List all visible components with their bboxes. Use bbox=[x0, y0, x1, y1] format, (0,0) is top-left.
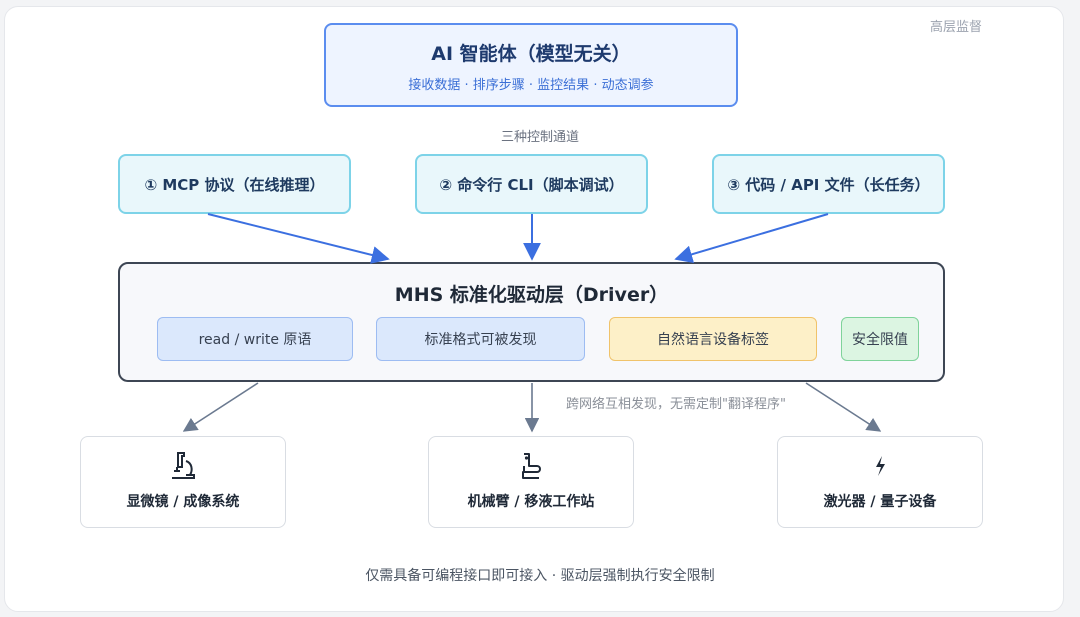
channels-label: 三种控制通道 bbox=[500, 130, 579, 145]
ai-agent-box: AI 智能体（模型无关） 接收数据 · 排序步骤 · 监控结果 · 动态调参 bbox=[324, 23, 738, 107]
corner-label: 高层监督 bbox=[930, 20, 983, 35]
channel-mcp: ① MCP 协议（在线推理） bbox=[118, 154, 351, 214]
device-microscope: 显微镜 / 成像系统 bbox=[80, 436, 286, 528]
channel-api-file: ③ 代码 / API 文件（长任务） bbox=[712, 154, 945, 214]
network-note: 跨网络互相发现，无需定制"翻译程序" bbox=[566, 397, 786, 412]
channel-cli: ② 命令行 CLI（脚本调试） bbox=[415, 154, 648, 214]
robot-arm-icon bbox=[429, 449, 633, 483]
tag-safety-limits: 安全限值 bbox=[841, 317, 919, 361]
tag-read-write: read / write 原语 bbox=[157, 317, 353, 361]
device-label: 激光器 / 量子设备 bbox=[823, 494, 937, 510]
device-label: 机械臂 / 移液工作站 bbox=[467, 494, 595, 510]
ai-agent-subtitle: 接收数据 · 排序步骤 · 监控结果 · 动态调参 bbox=[408, 78, 654, 93]
ai-agent-title: AI 智能体（模型无关） bbox=[431, 43, 631, 65]
microscope-icon bbox=[81, 449, 285, 483]
device-robot-arm: 机械臂 / 移液工作站 bbox=[428, 436, 634, 528]
tag-discoverable-format: 标准格式可被发现 bbox=[376, 317, 585, 361]
tag-natural-language-labels: 自然语言设备标签 bbox=[609, 317, 817, 361]
footer-caption: 仅需具备可编程接口即可接入 · 驱动层强制执行安全限制 bbox=[365, 568, 715, 584]
device-label: 显微镜 / 成像系统 bbox=[126, 494, 240, 510]
driver-layer-title: MHS 标准化驱动层（Driver） bbox=[394, 284, 669, 306]
device-laser: 激光器 / 量子设备 bbox=[777, 436, 983, 528]
laser-icon bbox=[778, 449, 982, 483]
